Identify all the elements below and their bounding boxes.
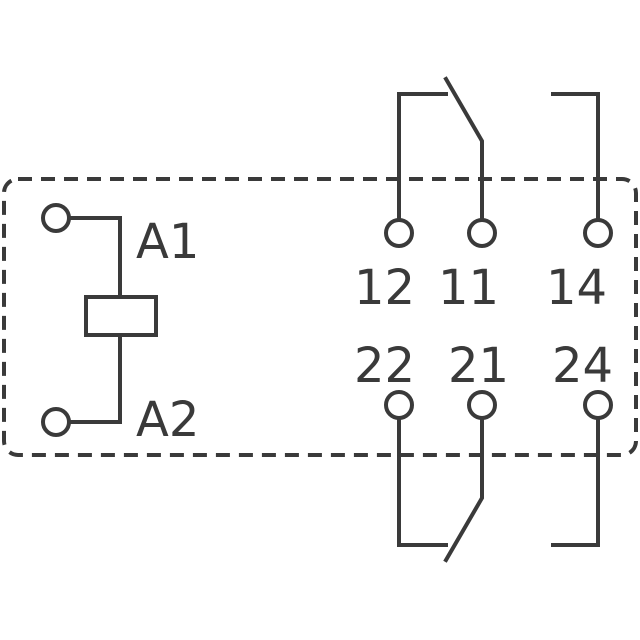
upper-no-wire	[551, 92, 600, 222]
label-24: 24	[552, 338, 613, 394]
terminal-11	[467, 218, 497, 248]
upper-contact-set: 12 11 14	[354, 76, 613, 316]
coil-body	[84, 295, 158, 337]
lower-switch-blade	[443, 416, 484, 563]
terminal-a1	[41, 203, 71, 233]
label-14: 14	[546, 260, 607, 316]
label-11: 11	[438, 260, 499, 316]
lower-no-wire	[551, 416, 600, 547]
terminal-14	[583, 218, 613, 248]
label-22: 22	[354, 338, 415, 394]
terminal-a2	[41, 407, 71, 437]
coil-section: A1 A2	[41, 203, 199, 448]
label-21: 21	[448, 338, 509, 394]
lower-nc-wire	[397, 416, 448, 547]
lower-contact-set: 22 21 24	[354, 338, 613, 563]
upper-nc-wire	[397, 92, 448, 222]
label-a1: A1	[136, 214, 199, 270]
terminal-12	[384, 218, 414, 248]
label-a2: A2	[136, 392, 199, 448]
upper-switch-blade	[443, 76, 484, 222]
housing-outline	[2, 177, 638, 457]
label-12: 12	[354, 260, 415, 316]
terminal-24	[583, 390, 613, 420]
terminal-21	[467, 390, 497, 420]
terminal-22	[384, 390, 414, 420]
